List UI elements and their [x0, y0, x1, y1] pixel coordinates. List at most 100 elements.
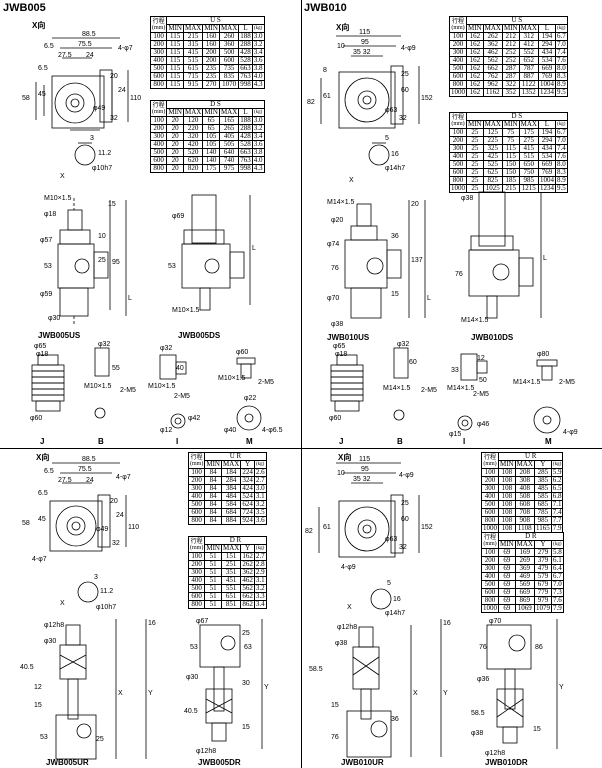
- dim-82: 82: [307, 99, 315, 106]
- dim-2-m5: 2-M5: [421, 387, 437, 394]
- x-view-boss: [65, 93, 85, 113]
- view-label-x: X向: [32, 21, 46, 30]
- detail-i-outer: [170, 413, 186, 429]
- us-gearbox-body: [57, 243, 95, 289]
- dim-15-dr: 15: [533, 726, 541, 733]
- dim-36: 36: [391, 233, 399, 240]
- caption-jwb005dr: JWB005DR: [198, 758, 241, 767]
- end-nut-side: [94, 347, 110, 377]
- table-cell: 1070: [218, 80, 240, 89]
- dim-32: 32: [399, 115, 407, 122]
- table-cell: 175: [202, 164, 220, 173]
- dim-88-5: 88.5: [82, 456, 96, 463]
- ur-upper-nut: [352, 646, 380, 690]
- dim-m10-end: M10×1.5: [84, 383, 112, 390]
- dim-y-ur: Y: [443, 690, 448, 697]
- dr-bottom-shaft: [211, 722, 227, 742]
- table-cell: 1069: [514, 604, 535, 613]
- dim-40-5: 40.5: [20, 664, 34, 671]
- dim-l-ds: L: [543, 255, 547, 262]
- dim-32: 32: [110, 115, 118, 122]
- dr-bottom-shaft: [502, 726, 518, 744]
- dim-24-b: 24: [118, 87, 126, 94]
- dim-82: 82: [305, 528, 313, 535]
- dim-25: 25: [401, 71, 409, 78]
- dim-50: 50: [479, 377, 487, 384]
- ur-gearbox-body: [346, 710, 392, 758]
- ds-neck: [183, 229, 225, 245]
- dim-m14-flange: M14×1.5: [513, 379, 541, 386]
- dim-53-ds: 53: [168, 263, 176, 270]
- dim-11-2: 11.2: [98, 150, 111, 157]
- dim-phi70: φ70: [489, 618, 501, 625]
- ur-screw: [67, 678, 79, 720]
- dim-20: 20: [411, 201, 419, 208]
- dim-15: 15: [34, 702, 42, 709]
- ds-upper-tube: [191, 194, 217, 244]
- dim-95: 95: [361, 466, 369, 473]
- dim-j-phi65: φ65: [333, 343, 345, 350]
- dim-clevis-phi32: φ32: [160, 345, 172, 352]
- shaft-key-detail: [77, 581, 99, 603]
- dim-4-phi6-5: 4-φ6.5: [262, 427, 283, 434]
- dim-phi30-dr: φ30: [186, 674, 198, 681]
- dim-j-phi60: φ60: [30, 415, 42, 422]
- table-cell: 1234: [537, 184, 556, 193]
- dim-phi30: φ30: [44, 638, 56, 645]
- table-cell: 1000: [449, 184, 467, 193]
- dim-6-5-v: 6.5: [38, 65, 48, 72]
- dim-152: 152: [421, 524, 433, 531]
- dim-phi14h7: φ14h7: [385, 610, 405, 617]
- dim-4-phi7: 4-φ7: [118, 45, 133, 52]
- table-cell: 800: [187, 600, 206, 609]
- caption-j-2: J: [339, 437, 343, 446]
- dim-m14-clevis: M14×1.5: [447, 385, 475, 392]
- table-cell: 7.9: [550, 604, 564, 613]
- dim-4-phi7: 4-φ7: [116, 474, 131, 481]
- dim-phi12h8: φ12h8: [337, 624, 357, 631]
- x-view-flange: [338, 71, 396, 129]
- dim-phi49: φ49: [93, 105, 105, 112]
- caption-m-2: M: [545, 437, 552, 446]
- dim-25: 25: [401, 500, 409, 507]
- dim-55: 55: [112, 365, 120, 372]
- dim-m14: M14×1.5: [327, 199, 355, 206]
- dim-27-5: 27.5: [58, 477, 72, 484]
- table-cell: 1215: [518, 184, 539, 193]
- caption-j: J: [40, 437, 44, 446]
- us-input-shaft-housing: [386, 249, 402, 279]
- table-cell: 1079: [533, 604, 552, 613]
- dim-4-phi9-b: 4-φ9: [341, 564, 356, 571]
- dim-60: 60: [401, 87, 409, 94]
- table-cell: 998: [238, 80, 253, 89]
- table-cell: 3.6: [253, 516, 267, 525]
- table-cell: 998: [238, 164, 253, 173]
- ds-worm-circle: [492, 263, 510, 281]
- table-cell: 1162: [482, 88, 503, 97]
- x-view-bore: [70, 98, 80, 108]
- table-cell: 115: [166, 80, 184, 89]
- dim-35-32: 35 32: [353, 49, 371, 56]
- caption-jwb010us: JWB010US: [327, 333, 370, 342]
- dim-phi38: φ38: [335, 640, 347, 647]
- dim-25-dr: 25: [242, 630, 250, 637]
- dim-76: 76: [331, 265, 339, 272]
- shaft-key-detail: [74, 144, 96, 166]
- ds-gearbox-body: [181, 243, 231, 289]
- table-cell: 800: [149, 164, 168, 173]
- caption-jwb005ur: JWB005UR: [46, 758, 89, 767]
- dim-phi40: φ40: [224, 427, 236, 434]
- dim-4-phi7-b: 4-φ7: [32, 556, 47, 563]
- table-cell: 1025: [482, 184, 503, 193]
- table-cell: 4.3: [251, 164, 265, 173]
- dim-phi12h8: φ12h8: [44, 622, 64, 629]
- dim-40-5-dr: 40.5: [184, 708, 198, 715]
- dim-10: 10: [98, 233, 106, 240]
- end-nut-side: [393, 347, 409, 379]
